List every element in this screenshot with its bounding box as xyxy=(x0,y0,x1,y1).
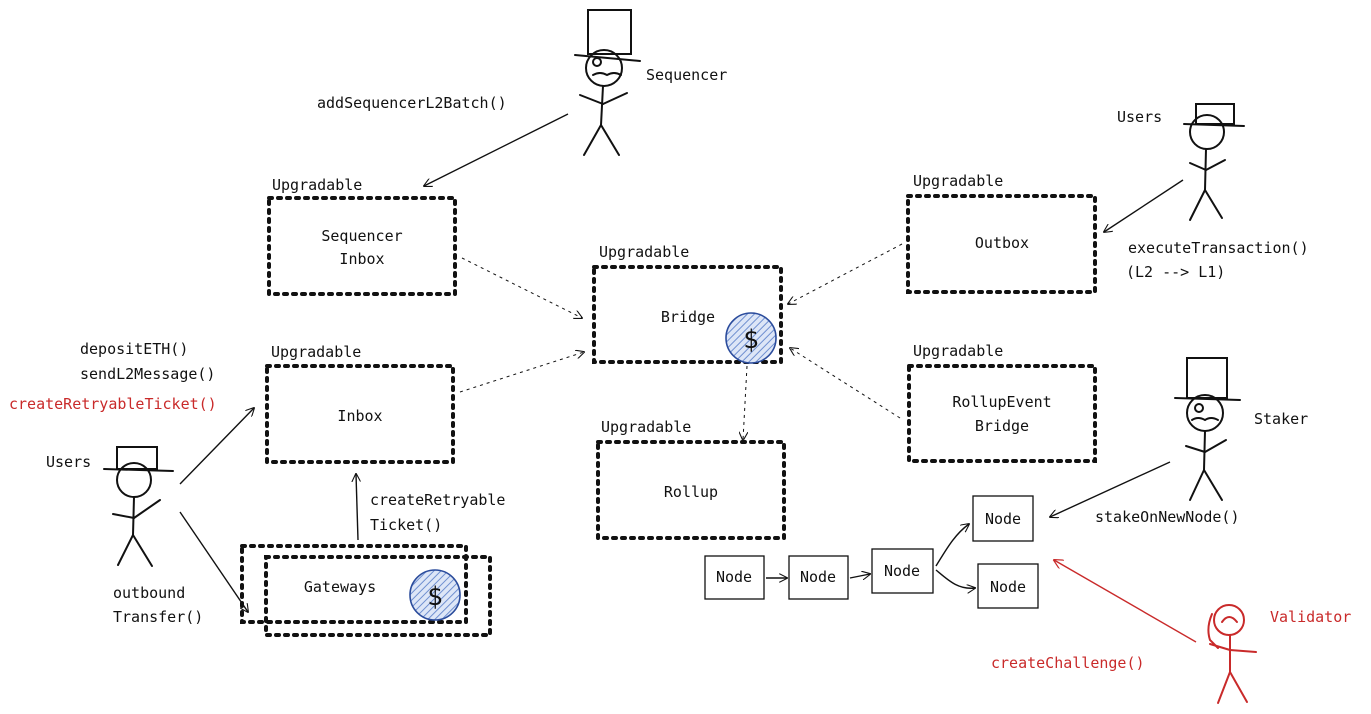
gateways-box-inner xyxy=(264,555,492,637)
execute-transaction-call-label: executeTransaction() xyxy=(1128,239,1309,257)
outbox-upgradable-label: Upgradable xyxy=(913,172,1003,190)
bridge-contract: Upgradable Bridge $ xyxy=(592,243,783,364)
sequencer-figure-icon xyxy=(574,9,641,156)
bridge-to-rollup-link xyxy=(743,365,747,440)
node-box xyxy=(977,563,1039,609)
rollup-event-bridge-title-line2: Bridge xyxy=(975,417,1029,435)
node-link-arrow xyxy=(849,574,870,578)
create-challenge-call-label: createChallenge() xyxy=(991,654,1145,672)
gateways-contract: Gateways $ xyxy=(240,544,492,637)
users-inbox-arrow xyxy=(179,408,254,485)
sequencer-inbox-title-line2: Inbox xyxy=(339,250,384,268)
execute-direction-label: (L2 --> L1) xyxy=(1126,263,1225,281)
bridge-dollar-coin-icon: $ xyxy=(725,312,777,364)
node-label: Node xyxy=(884,562,920,580)
bridge-dollar-sign: $ xyxy=(743,325,759,355)
sequencer-inbox-contract: Upgradable Sequencer Inbox xyxy=(267,176,457,296)
gateways-title: Gateways xyxy=(304,578,376,596)
validator-figure-icon xyxy=(1207,604,1257,704)
rollup-event-bridge-upgradable-label: Upgradable xyxy=(913,342,1003,360)
outbox-contract: Upgradable Outbox xyxy=(906,172,1097,294)
inbox-to-bridge-link xyxy=(459,352,584,393)
node-box xyxy=(788,555,849,600)
inbox-contract: Upgradable Inbox xyxy=(265,343,455,464)
sequencer-inbox-title-line1: Sequencer xyxy=(321,227,402,245)
staker-actor-label: Staker xyxy=(1254,410,1308,428)
rollup-event-bridge-box xyxy=(907,364,1097,463)
users-execute-arrow xyxy=(1104,179,1184,232)
rollup-event-bridge-title-line1: RollupEvent xyxy=(952,393,1051,411)
outbox-title: Outbox xyxy=(975,234,1029,252)
bridge-box xyxy=(592,265,783,364)
rollup-contract: Upgradable Rollup xyxy=(596,418,786,540)
node-box xyxy=(871,548,934,594)
send-l2-message-call-label: sendL2Message() xyxy=(80,365,215,383)
staker-stake-arrow xyxy=(1050,461,1171,517)
gateways-box-outer xyxy=(240,544,468,624)
outbox-box xyxy=(906,194,1097,294)
rollup-event-bridge-contract: Upgradable RollupEvent Bridge xyxy=(907,342,1097,463)
create-retryable-ticket-call-label: createRetryableTicket() xyxy=(9,395,217,413)
node-box xyxy=(704,555,765,600)
validator-challenge-arrow xyxy=(1054,560,1197,643)
node-box xyxy=(972,495,1034,542)
users-gateways-arrow xyxy=(179,511,248,612)
node-chain: Node Node Node Node Node xyxy=(704,495,1039,609)
rollup-box xyxy=(596,440,786,540)
outbound-transfer-call-label-line2: Transfer() xyxy=(113,608,203,626)
node-label: Node xyxy=(716,568,752,586)
dotted-connections xyxy=(459,243,903,440)
gateways-dollar-coin-icon: $ xyxy=(409,569,461,621)
sequencer-actor-label: Sequencer xyxy=(646,66,727,84)
validator-actor-label: Validator xyxy=(1270,608,1351,626)
add-sequencer-batch-call-label: addSequencerL2Batch() xyxy=(317,94,507,112)
create-retryable-call-label-line1: createRetryable xyxy=(370,491,505,509)
node-label: Node xyxy=(800,568,836,586)
sequencer-inbox-to-bridge-link xyxy=(461,257,582,318)
deposit-eth-call-label: depositETH() xyxy=(80,340,188,358)
bridge-title: Bridge xyxy=(661,308,715,326)
sequencer-inbox-box xyxy=(267,196,457,296)
rollup-title: Rollup xyxy=(664,483,718,501)
gateways-inbox-arrow xyxy=(356,474,358,541)
users-right-actor-label: Users xyxy=(1117,108,1162,126)
node-fork-arrow-up xyxy=(935,524,969,567)
rollup-event-bridge-to-bridge-link xyxy=(790,348,901,419)
node-label: Node xyxy=(985,510,1021,528)
inbox-title: Inbox xyxy=(337,407,382,425)
staker-figure-icon xyxy=(1174,357,1241,501)
node-fork-arrow-down xyxy=(935,569,975,588)
call-arrows xyxy=(179,113,1197,643)
inbox-box xyxy=(265,364,455,464)
outbox-to-bridge-link xyxy=(788,243,903,304)
sequencer-call-arrow xyxy=(424,113,569,186)
sequencer-inbox-upgradable-label: Upgradable xyxy=(272,176,362,194)
node-label: Node xyxy=(990,578,1026,596)
bridge-upgradable-label: Upgradable xyxy=(599,243,689,261)
users-left-figure-icon xyxy=(103,446,174,567)
inbox-upgradable-label: Upgradable xyxy=(271,343,361,361)
users-left-actor-label: Users xyxy=(46,453,91,471)
create-retryable-call-label-line2: Ticket() xyxy=(370,516,442,534)
users-right-figure-icon xyxy=(1183,103,1245,221)
outbound-transfer-call-label-line1: outbound xyxy=(113,584,185,602)
gateways-dollar-sign: $ xyxy=(427,582,443,612)
rollup-upgradable-label: Upgradable xyxy=(601,418,691,436)
stake-on-new-node-call-label: stakeOnNewNode() xyxy=(1095,508,1240,526)
